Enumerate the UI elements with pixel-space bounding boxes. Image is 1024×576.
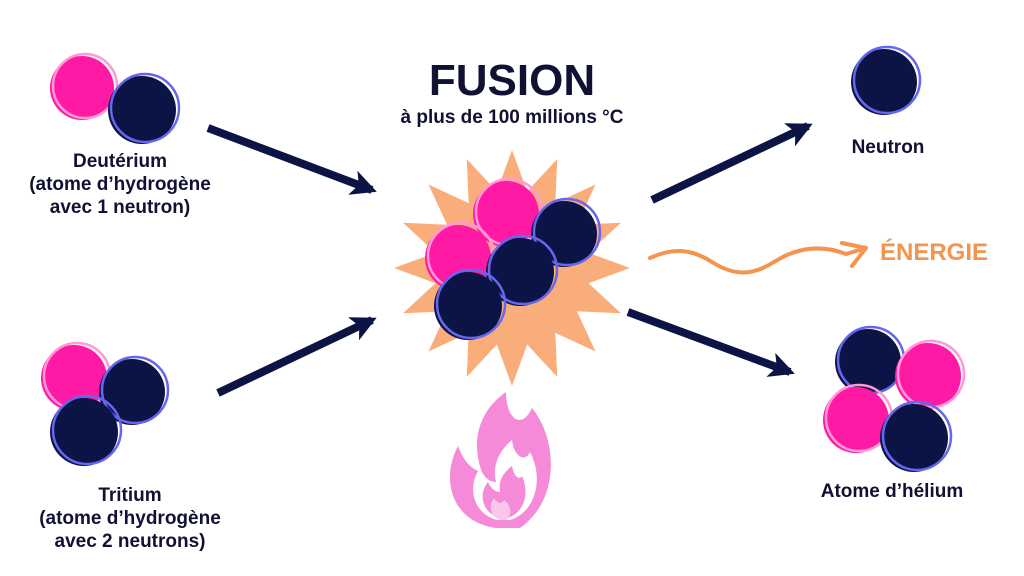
proton-particle-helium-3-body	[823, 387, 889, 453]
neutron-particle-helium-4-body	[880, 404, 948, 472]
proton-particle-deuterium-1-outline	[51, 52, 119, 120]
proton-particle-deuterium-1-body	[50, 56, 114, 120]
neutron-particle-deuterium-2-outline	[109, 72, 181, 144]
title: FUSION	[428, 56, 596, 105]
tritium-label-line-3: avec 2 neutrons)	[54, 531, 206, 552]
helium-label: Atome d’hélium	[820, 481, 964, 502]
neutron-particle-helium-1-body	[835, 329, 901, 395]
tritium-atom	[41, 341, 170, 466]
proton-particle-helium-2	[895, 339, 966, 409]
proton-particle-fusion-1-body	[473, 181, 539, 247]
fused-nucleus	[425, 177, 602, 340]
neutron-label: Neutron	[851, 137, 925, 158]
subtitle: à plus de 100 millions °C	[400, 107, 624, 128]
deuterium-label-line-3: avec 1 neutron)	[49, 197, 191, 218]
proton-particle-helium-2-body	[895, 343, 961, 409]
neutron-particle-neutron-1-outline	[852, 45, 922, 115]
neutron-particle-tritium-3	[50, 394, 123, 466]
neutron-particle-neutron-1	[851, 45, 922, 115]
proton-particle-helium-2-outline	[896, 339, 966, 409]
neutron-particle-neutron-1-body	[851, 49, 917, 115]
arrow-fusion-to-helium	[626, 308, 795, 377]
neutron-particle-fusion-5-outline	[435, 268, 507, 340]
neutron-particle-fusion-5-body	[434, 272, 502, 340]
neutron-particle-fusion-5	[434, 268, 507, 340]
proton-particle-deuterium-1	[50, 52, 119, 120]
deuterium-label: Deutérium (atome d’hydrogène avec 1 neut…	[2, 150, 238, 219]
neutron-particle-deuterium-2-body	[108, 76, 176, 144]
neutron-particle-tritium-2	[99, 355, 170, 425]
neutron-particle-helium-4	[880, 400, 953, 472]
neutron-particle-tritium-3-body	[50, 398, 118, 466]
neutron-particle-fusion-2-body	[531, 201, 597, 267]
neutron-particle	[851, 45, 922, 115]
tritium-label-line-2: (atome d’hydrogène	[39, 508, 221, 529]
arrow-tritium-to-fusion	[216, 316, 377, 397]
helium-atom	[823, 325, 966, 472]
neutron-particle-fusion-2	[531, 197, 602, 267]
flame-icon	[449, 392, 551, 528]
tritium-label: Tritium (atome d’hydrogène avec 2 neutro…	[12, 484, 248, 553]
arrow-deuterium-to-fusion	[206, 124, 377, 195]
energy-label: ÉNERGIE	[880, 239, 989, 266]
arrows	[206, 122, 813, 397]
neutron-particle-fusion-2-outline	[532, 197, 602, 267]
neutron-particle-fusion-4-body	[486, 238, 554, 306]
neutron-particle-tritium-2-outline	[100, 355, 170, 425]
deuterium-label-line-2: (atome d’hydrogène	[29, 174, 211, 195]
tritium-label-line-1: Tritium	[98, 485, 162, 506]
neutron-particle-tritium-3-outline	[51, 394, 123, 466]
deuterium-atom	[50, 52, 181, 144]
neutron-particle-tritium-2-body	[99, 359, 165, 425]
energy-arrow	[648, 241, 868, 275]
deuterium-label-line-1: Deutérium	[73, 151, 167, 172]
arrow-fusion-to-neutron	[650, 122, 813, 204]
proton-particle-tritium-1-body	[41, 345, 107, 411]
neutron-particle-fusion-4-outline	[487, 234, 559, 306]
neutron-particle-helium-1	[835, 325, 906, 395]
neutron-particle-deuterium-2	[108, 72, 181, 144]
neutron-particle-fusion-4	[486, 234, 559, 306]
neutron-particle-helium-4-outline	[881, 400, 953, 472]
